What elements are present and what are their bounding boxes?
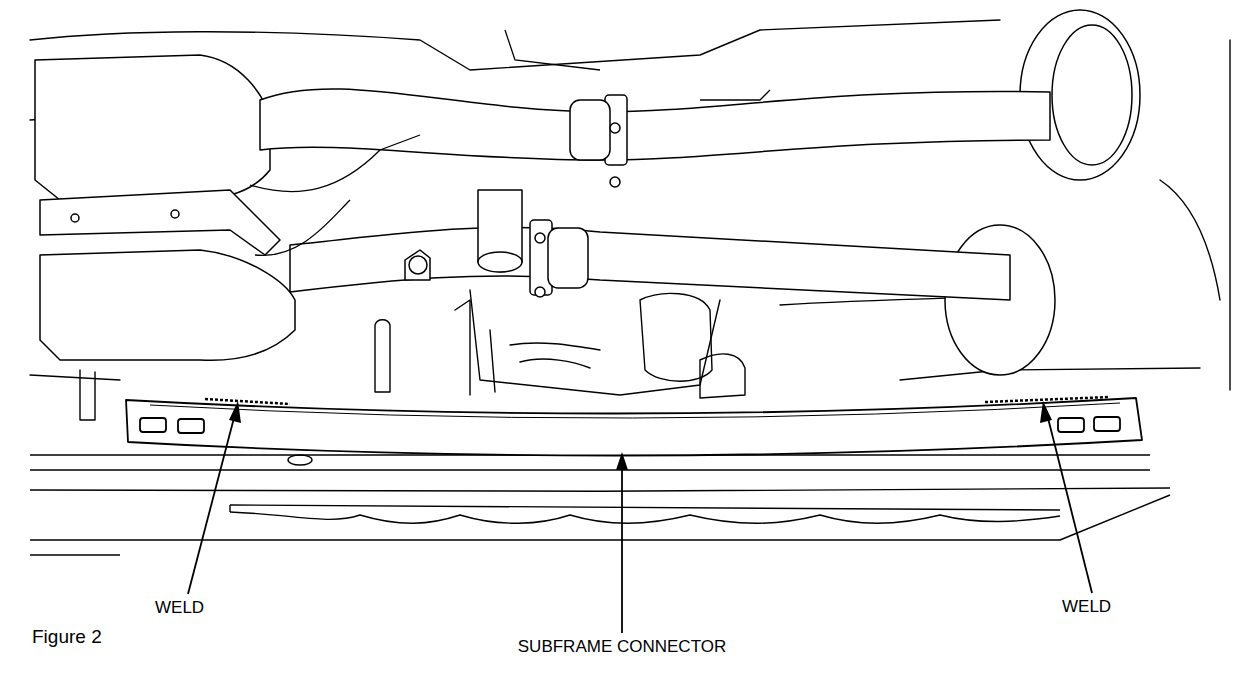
leader-lines <box>188 414 1092 633</box>
bracket-and-sensor <box>40 190 430 280</box>
rocker-panel <box>30 455 1170 555</box>
subframe-connector <box>126 398 1142 456</box>
callout-label: WELD <box>153 598 206 618</box>
fuel-tank <box>945 10 1140 375</box>
catalytic-converters <box>35 55 295 360</box>
brake-lines <box>250 30 770 255</box>
leader-arrowheads <box>229 401 1052 470</box>
callout-label: WELD <box>1060 597 1113 617</box>
weld-beads <box>205 397 1110 404</box>
part-label: SUBFRAME CONNECTOR <box>516 637 728 657</box>
figure-caption: Figure 2 <box>30 626 104 648</box>
exhaust-pipes <box>260 89 1050 300</box>
